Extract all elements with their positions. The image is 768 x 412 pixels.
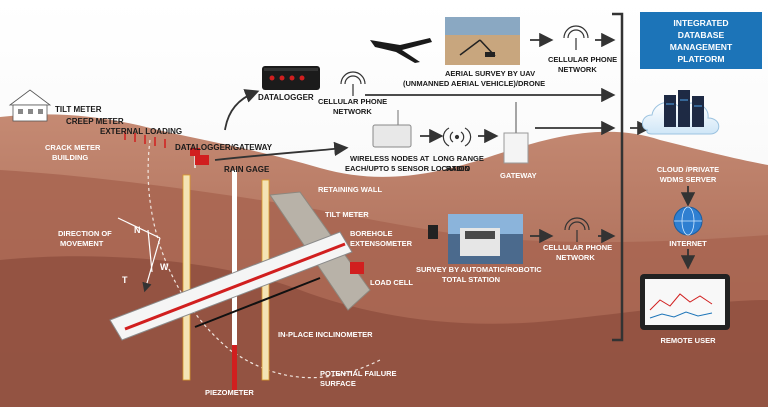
platform-label-l2: DATABASE (678, 30, 725, 40)
datalogger-icon (262, 66, 320, 90)
cellular-network-2-label-l2: NETWORK (558, 65, 597, 74)
remote-user-label: REMOTE USER (660, 336, 716, 345)
platform-box (640, 12, 762, 69)
total-station-label-l1: SURVEY BY AUTOMATIC/ROBOTIC (416, 265, 542, 274)
long-range-radio-label-l2: RADIO (446, 164, 470, 173)
tilt-meter-top-label: TILT METER (55, 105, 102, 114)
wireless-nodes-label-l2: EACH/UPTO 5 SENSOR LOCATION (345, 164, 470, 173)
platform-label-l3: MANAGEMENT (670, 42, 733, 52)
platform-label-l1: INTEGRATED (673, 18, 728, 28)
load-cell-icon (350, 262, 364, 274)
cellular-signal-icon-2 (563, 25, 589, 50)
aerial-survey-label-l1: AERIAL SURVEY BY UAV (445, 69, 535, 78)
external-loading-arrows (124, 131, 166, 148)
t-label: T (122, 275, 128, 285)
cloud-server-icon (642, 90, 720, 135)
cellular-network-1-label-l2: NETWORK (333, 107, 372, 116)
load-cell-label: LOAD CELL (370, 278, 413, 287)
gateway-icon (503, 102, 529, 164)
cellular-network-3-label-l2: NETWORK (556, 253, 595, 262)
creep-meter-label: CREEP METER (66, 117, 124, 126)
long-range-radio-label-l1: LONG RANGE (433, 154, 484, 163)
direction-movement-label-l2: MOVEMENT (60, 239, 104, 248)
collection-bracket (612, 12, 624, 342)
cloud-server-label-l2: WDMS SERVER (660, 175, 717, 184)
rain-gage-label: RAIN GAGE (224, 165, 270, 174)
retaining-wall-label: RETAINING WALL (318, 185, 382, 194)
tilt-meter-device-icon (428, 225, 438, 239)
remote-user-tablet-icon (640, 274, 730, 330)
internet-globe-icon (673, 206, 703, 236)
tilt-meter-wall-label: TILT METER (325, 210, 369, 219)
building-icon (8, 89, 52, 122)
failure-surface-label-l2: SURFACE (320, 379, 356, 388)
cellular-signal-icon-1 (340, 71, 366, 96)
piezometer-label: PIEZOMETER (205, 388, 254, 397)
gateway-label: GATEWAY (500, 171, 537, 180)
n-label: N (134, 225, 141, 235)
datalogger-gateway-label: DATALOGGER/GATEWAY (175, 143, 273, 152)
cloud-server-label-l1: CLOUD /PRIVATE (657, 165, 719, 174)
direction-movement-label-l1: DIRECTION OF (58, 229, 112, 238)
borehole-extensometer-label-l2: EXTENSOMETER (350, 239, 413, 248)
cellular-network-1-label-l1: CELLULAR PHONE (318, 97, 387, 106)
cellular-network-2-label-l1: CELLULAR PHONE (548, 55, 617, 64)
total-station-photo (448, 214, 523, 264)
data-flow-arrows (214, 32, 696, 270)
drone-icon (370, 38, 432, 63)
inclinometer-label: IN-PLACE INCLINOMETER (278, 330, 373, 339)
cellular-signal-icon-3 (564, 217, 590, 242)
anchor-line (194, 277, 321, 328)
failure-surface-label-l1: POTENTIAL FAILURE (320, 369, 397, 378)
wireless-node-icon (372, 110, 412, 148)
wireless-nodes-label-l1: WIRELESS NODES AT (350, 154, 430, 163)
aerial-survey-label-l2: (UNMANNED AERIAL VEHICLE)/DRONE (403, 79, 545, 88)
inplace-inclinometer (109, 231, 353, 341)
cellular-network-3-label-l1: CELLULAR PHONE (543, 243, 612, 252)
total-station-label-l2: TOTAL STATION (442, 275, 500, 284)
external-loading-label: EXTERNAL LOADING (100, 127, 182, 136)
platform-label-l4: PLATFORM (677, 54, 724, 64)
w-label: W (160, 262, 169, 272)
datalogger-gateway-icon (195, 155, 209, 165)
crack-meter-label: CRACK METER (45, 143, 101, 152)
failure-surface-curve (147, 139, 381, 379)
building-label: BUILDING (52, 153, 88, 162)
datalogger-label: DATALOGGER (258, 93, 314, 102)
internet-label: INTERNET (669, 239, 707, 248)
borehole-extensometer-label-l1: BOREHOLE (350, 229, 393, 238)
movement-direction (117, 217, 161, 293)
aerial-survey-photo (445, 17, 520, 65)
